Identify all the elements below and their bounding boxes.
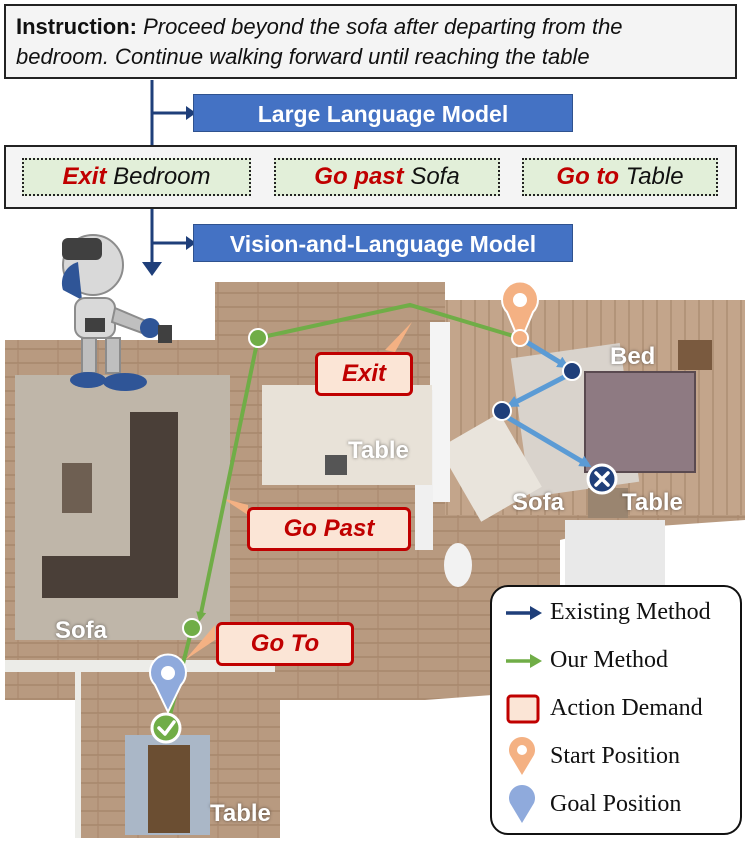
subtask-verb: Exit: [62, 163, 107, 190]
legend-start-pin-icon: [509, 737, 535, 775]
legend-start: Start Position: [502, 737, 738, 777]
subtask-2: Go past Sofa: [274, 158, 500, 196]
pipeline-arrowhead: [142, 262, 162, 276]
action-go-past: Go Past: [247, 507, 411, 551]
subtask-object: Sofa: [410, 163, 460, 190]
path-node: [248, 328, 268, 348]
legend-label: Action Demand: [550, 695, 703, 721]
room-label-table-bottom: Table: [210, 800, 271, 827]
legend-goal-pin-icon: [509, 785, 535, 823]
subtask-object: Table: [625, 163, 684, 190]
instruction-text-line1: Proceed beyond the sofa after departing …: [143, 14, 623, 39]
legend-existing: Existing Method: [502, 593, 738, 633]
goal-pin: [149, 653, 187, 715]
legend-label: Existing Method: [550, 599, 711, 625]
legend-green-arrow-icon: [506, 654, 542, 668]
legend-ours: Our Method: [502, 641, 738, 681]
instruction-box: Instruction: Proceed beyond the sofa aft…: [4, 4, 737, 79]
start-pin: [501, 280, 539, 347]
room-label-sofa-right: Sofa: [512, 489, 565, 516]
subtask-verb: Go past: [314, 163, 404, 190]
our-method-path: [254, 302, 521, 342]
action-go-to: Go To: [216, 622, 354, 666]
legend-action-box-icon: [506, 694, 540, 724]
path-node: [562, 361, 582, 381]
room-label-table-right: Table: [622, 489, 683, 516]
subtask-verb: Go to: [556, 163, 620, 190]
room-label-bed: Bed: [610, 343, 656, 370]
fail-x-icon: [586, 463, 618, 495]
subtask-object: Bedroom: [113, 163, 211, 190]
legend-blue-arrow-icon: [506, 606, 542, 620]
action-exit: Exit: [315, 352, 413, 396]
vlm-box: Vision-and-Language Model: [193, 224, 573, 262]
subtask-1: Exit Bedroom: [22, 158, 251, 196]
llm-box: Large Language Model: [193, 94, 573, 132]
legend-label: Our Method: [550, 647, 668, 673]
path-node: [182, 618, 202, 638]
instruction-text-line2: bedroom. Continue walking forward until …: [16, 44, 590, 69]
subtask-plan: Exit Bedroom Go past Sofa Go to Table: [4, 145, 737, 209]
robot-icon: [61, 234, 172, 391]
legend-label: Start Position: [550, 743, 681, 769]
legend: Existing Method Our Method Action Demand…: [490, 585, 742, 835]
room-label-table-center: Table: [348, 437, 409, 464]
check-icon: [150, 712, 182, 744]
legend-action: Action Demand: [502, 689, 738, 729]
path-node: [492, 401, 512, 421]
legend-goal: Goal Position: [502, 785, 738, 825]
legend-label: Goal Position: [550, 791, 682, 817]
room-label-sofa-left: Sofa: [55, 617, 108, 644]
instruction-label: Instruction:: [16, 14, 137, 39]
subtask-3: Go to Table: [522, 158, 718, 196]
